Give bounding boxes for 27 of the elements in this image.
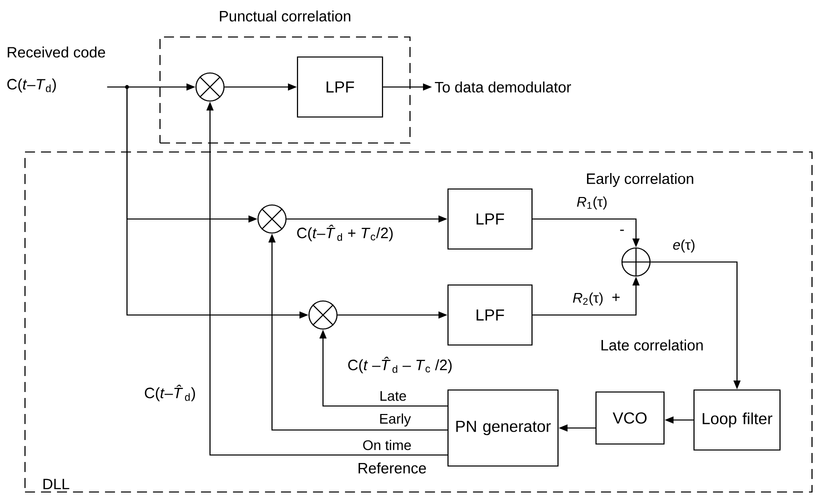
output-label: To data demodulator — [434, 82, 572, 92]
summer-circle — [620, 246, 652, 278]
signal-label: C(t–T̂$_{d}$ + T$_{c}$/2) — [297, 224, 393, 242]
edge-label: R$_{2}$(τ) — [572, 292, 603, 306]
block-box: LPF — [447, 188, 533, 250]
multiplier-circle — [195, 72, 225, 102]
signal-label: C(t –T̂$_{d}$ – T$_{c}$ /2) — [348, 356, 452, 374]
multiplier-circle — [308, 300, 338, 330]
edge-label: On time — [363, 440, 411, 450]
edge-label: Early — [380, 413, 411, 427]
block-box: VCO — [595, 391, 665, 445]
signal-label: + — [612, 294, 620, 301]
signal-label: C(t–T̂$_{d}$) — [144, 384, 195, 402]
edge-label: Late — [380, 391, 406, 401]
block-box: PN generator — [447, 389, 559, 467]
signal-label: Early correlation — [587, 173, 694, 187]
node-label: Punctual correlation — [220, 10, 350, 22]
signal-label: Late correlation — [602, 340, 703, 350]
input-label: Received code C(t–T$_{d}$) — [7, 46, 106, 93]
multiplier-circle — [257, 204, 287, 234]
block-box: LPF — [296, 56, 384, 118]
edge-label: e(τ) — [673, 239, 694, 253]
block-box: LPF — [447, 284, 533, 346]
edge-label: R$_{1}$(τ) — [576, 196, 607, 210]
signal-label: Reference — [358, 462, 426, 474]
signal-label: - — [620, 230, 624, 231]
block-box: Loop filter — [693, 389, 781, 451]
